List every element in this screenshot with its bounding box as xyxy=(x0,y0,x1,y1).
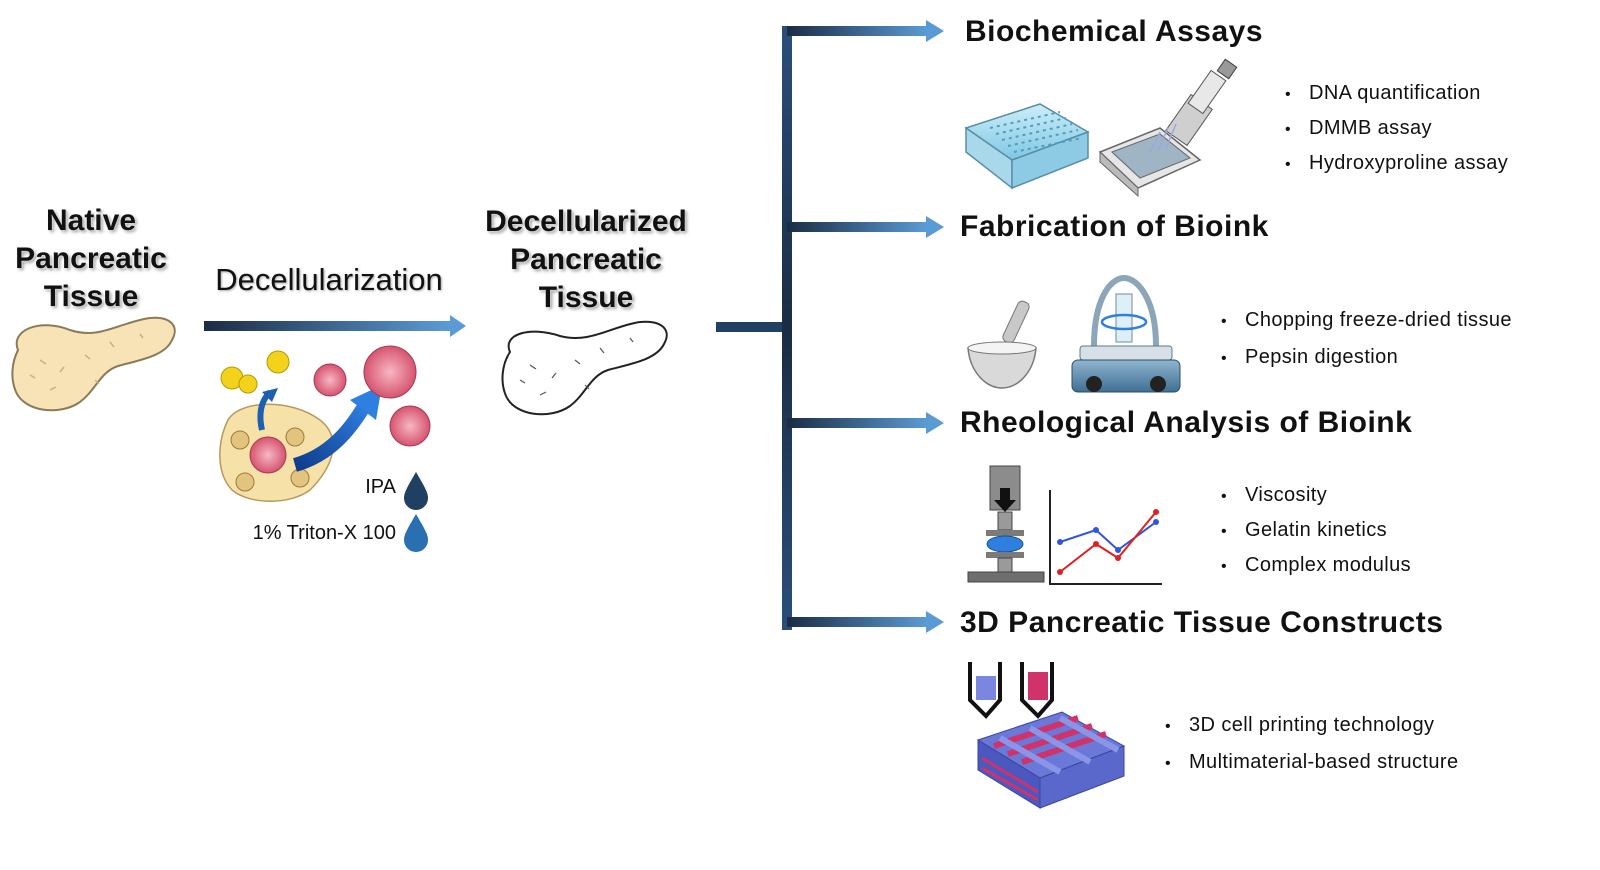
3d-constructs-list: 3D cell printing technology Multimateria… xyxy=(1165,707,1458,782)
cell-removal-illustration xyxy=(219,345,431,502)
decell-title-line: Tissue xyxy=(538,281,634,314)
branch-connector xyxy=(716,20,944,633)
native-pancreas-icon xyxy=(11,316,176,412)
list-item: Pepsin digestion xyxy=(1221,339,1512,377)
native-tissue-title: Native Pancreatic Tissue xyxy=(0,202,182,316)
rheological-analysis-list: Viscosity Gelatin kinetics Complex modul… xyxy=(1221,478,1411,584)
printer-nozzles-icon xyxy=(968,662,1054,719)
list-item: Gelatin kinetics xyxy=(1221,513,1411,549)
list-item: Complex modulus xyxy=(1221,548,1411,584)
biochemical-assays-list: DNA quantification DMMB assay Hydroxypro… xyxy=(1285,76,1508,182)
native-title-line: Tissue xyxy=(43,280,139,313)
decellularized-tissue-title: Decellularized Pancreatic Tissue xyxy=(470,203,702,317)
native-title-line: Native xyxy=(45,204,137,237)
native-title-line: Pancreatic xyxy=(15,242,167,275)
section-title-3d-constructs: 3D Pancreatic Tissue Constructs xyxy=(960,606,1444,639)
printed-lattice-icon xyxy=(976,711,1126,809)
list-item: Hydroxyproline assay xyxy=(1285,146,1508,182)
reagent-ipa-label: IPA xyxy=(365,476,396,498)
triton-droplet-icon xyxy=(404,514,428,552)
list-item: Multimaterial-based structure xyxy=(1165,744,1458,782)
decellularized-pancreas-icon xyxy=(501,320,668,416)
decellularization-label: Decellularization xyxy=(215,262,443,297)
list-item: DMMB assay xyxy=(1285,111,1508,147)
section-title-biochemical-assays: Biochemical Assays xyxy=(965,15,1264,48)
section-title-rheological-analysis: Rheological Analysis of Bioink xyxy=(960,406,1413,439)
list-item: 3D cell printing technology xyxy=(1165,707,1458,745)
rheology-graph-icon xyxy=(1049,490,1162,585)
mortar-pestle-icon xyxy=(967,300,1037,389)
list-item: Chopping freeze-dried tissue xyxy=(1221,302,1512,340)
decell-title-line: Pancreatic xyxy=(510,243,662,276)
list-item: DNA quantification xyxy=(1285,76,1508,112)
section-title-fabrication-bioink: Fabrication of Bioink xyxy=(960,210,1269,243)
decell-title-line: Decellularized xyxy=(485,205,687,238)
decellularization-arrow xyxy=(204,315,466,337)
rheometer-icon xyxy=(967,465,1045,583)
fabrication-bioink-list: Chopping freeze-dried tissue Pepsin dige… xyxy=(1221,302,1512,377)
reagent-triton-label: 1% Triton-X 100 xyxy=(252,522,396,544)
well-plate-icon xyxy=(964,103,1090,190)
magnetic-stirrer-icon xyxy=(1071,274,1181,393)
multichannel-pipette-icon xyxy=(1098,58,1238,198)
list-item: Viscosity xyxy=(1221,478,1411,514)
ipa-droplet-icon xyxy=(404,472,428,510)
